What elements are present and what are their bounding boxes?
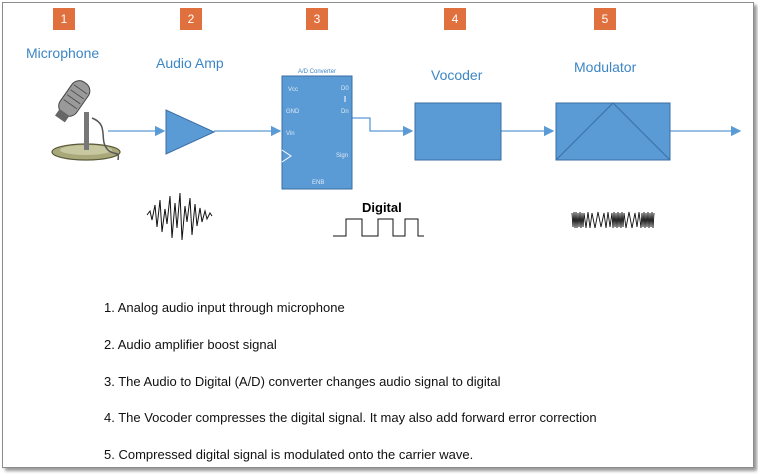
stage-badge-3: 3 — [306, 8, 328, 30]
stage-badge-2: 2 — [180, 8, 202, 30]
vocoder-block — [414, 102, 502, 161]
pin-enb: ENB — [312, 180, 324, 186]
step-1: 1. Analog audio input through microphone — [104, 300, 345, 315]
pin-vin: Vin — [286, 131, 295, 137]
step-5: 5. Compressed digital signal is modulate… — [104, 447, 474, 462]
amplifier-triangle — [165, 109, 216, 155]
digital-signal-label: Digital — [362, 200, 402, 215]
converter-title: A/D Converter — [298, 69, 336, 75]
stage-badge-4: 4 — [444, 8, 466, 30]
vocoder-label: Vocoder — [431, 67, 483, 83]
stage-badge-1: 1 — [53, 8, 75, 30]
audio-amp-label: Audio Amp — [156, 55, 224, 71]
analog-waveform — [146, 192, 213, 241]
pin-dn: Dn — [341, 109, 349, 115]
modulator-block — [555, 102, 671, 161]
modulator-label: Modulator — [574, 59, 637, 75]
pin-gnd: GND — [286, 109, 300, 115]
pin-sign: Sign — [336, 153, 348, 159]
clock-input-mark — [281, 149, 292, 163]
digital-waveform — [333, 218, 424, 237]
microphone-label: Microphone — [26, 45, 100, 61]
step-4: 4. The Vocoder compresses the digital si… — [104, 410, 597, 425]
ad-converter-block — [281, 75, 353, 190]
microphone-icon — [51, 80, 121, 161]
step-2: 2. Audio amplifier boost signal — [104, 337, 277, 352]
stage-badge-5: 5 — [594, 8, 616, 30]
pin-vcc: Vcc — [288, 87, 298, 93]
line-converter-to-vocoder — [352, 117, 414, 137]
modulated-waveform — [571, 211, 655, 229]
pin-d0: D0 — [341, 86, 349, 92]
step-3: 3. The Audio to Digital (A/D) converter … — [104, 374, 501, 389]
